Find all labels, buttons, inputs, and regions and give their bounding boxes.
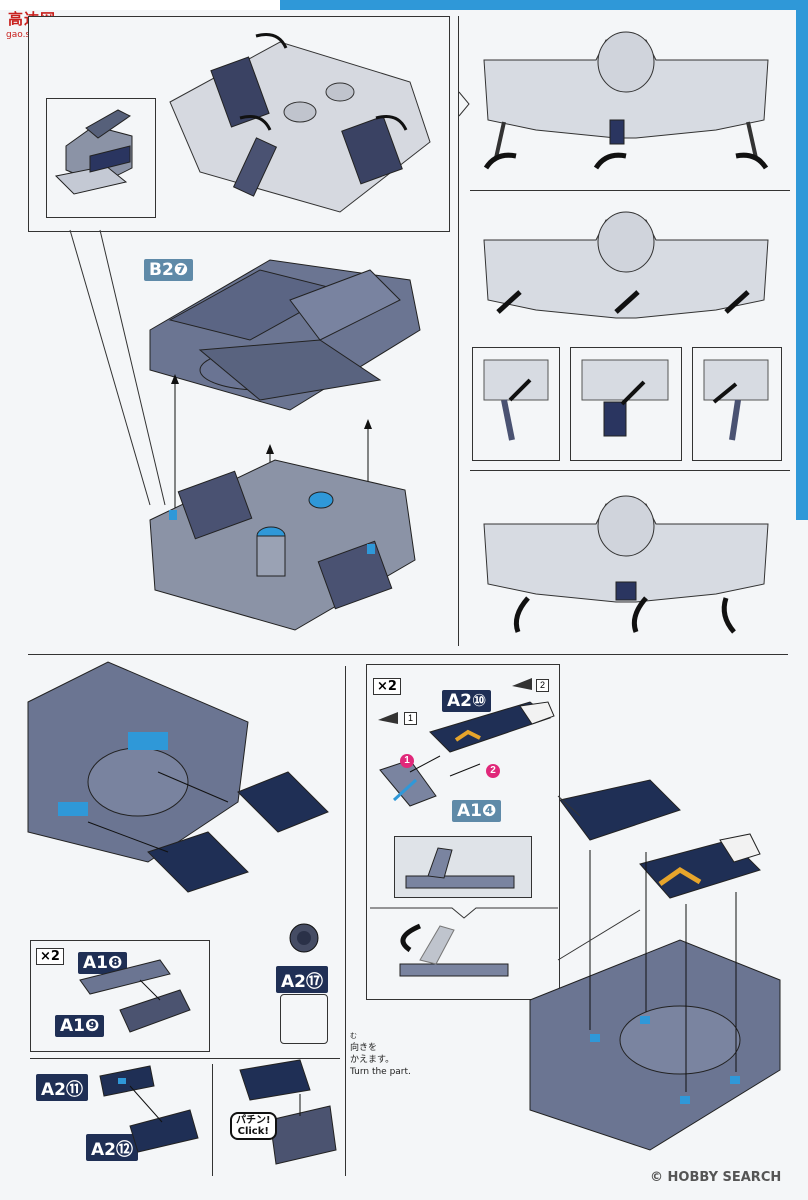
turn-note-jp-1: 向きを — [350, 1043, 378, 1053]
a18-a19-illustration — [79, 959, 191, 1033]
divider-bottom-left-v — [212, 1064, 213, 1176]
part-label-a14: A1❹ — [452, 800, 502, 822]
inset-part-illustration — [54, 109, 133, 195]
hobby-search-watermark: © HOBBY SEARCH — [650, 1170, 782, 1185]
divider-vertical-top — [458, 16, 459, 646]
a211-a212-illustration — [99, 1065, 199, 1153]
part-label-a19: A1❾ — [55, 1015, 105, 1037]
a217-detail-box — [280, 994, 328, 1044]
turn-part-note: む 向きを かえます。 Turn the part. — [350, 1030, 411, 1078]
a217-part-icon — [289, 923, 319, 953]
right-accent-strip — [796, 10, 808, 520]
page-ref-1: 1 — [404, 712, 417, 725]
callout-lines — [69, 229, 166, 506]
hinge-fold-illustration — [399, 923, 509, 977]
upper-hull-illustration — [149, 259, 421, 411]
click-assembly-illustration — [239, 1059, 337, 1165]
frame-front-view-2 — [483, 211, 769, 319]
divider-right-2 — [470, 470, 790, 471]
divider-vertical-bottom — [345, 666, 346, 1176]
frame-front-view-1 — [483, 31, 769, 170]
click-label-en: Click! — [237, 1126, 269, 1137]
step-sequence-arrow — [458, 91, 470, 117]
top-accent-bar — [0, 0, 808, 10]
divider-right-1 — [470, 190, 790, 191]
qty-badge-left: ×2 — [36, 948, 64, 965]
frame-front-view-3 — [483, 495, 769, 634]
page-ref-flag-icons — [378, 678, 532, 724]
frame-top-illustration — [169, 33, 431, 213]
a14-hinge-illustration — [379, 755, 481, 807]
lower-frame-illustration — [149, 459, 416, 631]
click-label-jp: パチン! — [236, 1115, 271, 1126]
marker-1: 1 — [400, 754, 414, 768]
part-label-a212: A2⑫ — [86, 1134, 138, 1161]
detail-illustrations — [483, 359, 769, 441]
part-label-b27: B2❼ — [144, 259, 194, 281]
hinge-detail-illustration-1 — [405, 847, 515, 889]
sequence-chevron-right — [370, 907, 558, 919]
marker-2: 2 — [486, 764, 500, 778]
turn-note-jp-2: かえます。 — [350, 1055, 395, 1065]
final-assembly-illustration — [529, 779, 781, 1151]
turn-note-en: Turn the part. — [350, 1067, 411, 1077]
qty-badge-right: ×2 — [373, 678, 401, 695]
part-label-a211: A2⑪ — [36, 1074, 88, 1101]
turn-note-ruby: む — [350, 1032, 357, 1040]
a210-panel-illustration — [429, 701, 555, 753]
part-label-a210: A2⑩ — [442, 690, 492, 712]
part-label-a217: A2⑰ — [276, 966, 328, 993]
part-label-a18: A1❽ — [78, 952, 128, 974]
hull-side-illustration — [27, 661, 329, 893]
page-ref-2: 2 — [536, 679, 549, 692]
divider-bottom-left — [30, 1058, 340, 1059]
click-sound-badge: パチン! Click! — [230, 1112, 277, 1140]
divider-horizontal-mid — [28, 654, 788, 655]
